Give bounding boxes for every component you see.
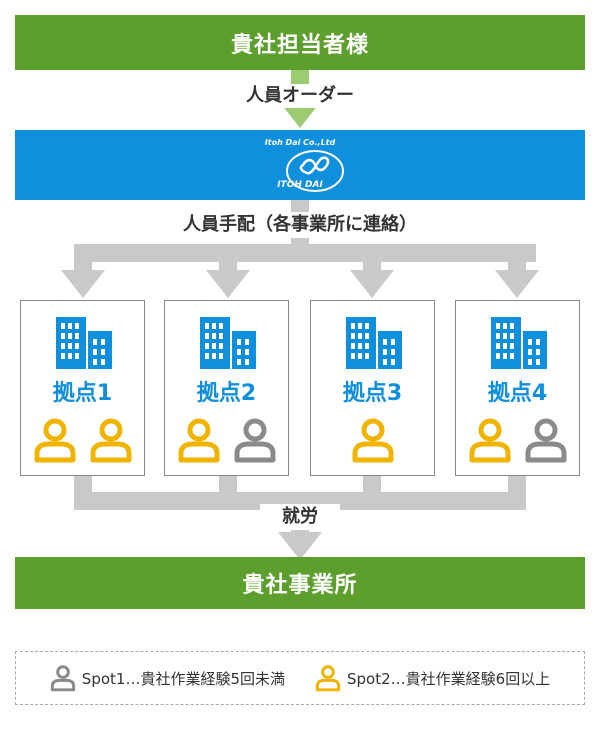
legend-spot1-text: Spot1…貴社作業経験5回未満	[81, 669, 285, 688]
site-box-4: 拠点4	[455, 300, 580, 476]
site-people	[21, 417, 144, 463]
site-people	[311, 417, 434, 463]
building-icon	[56, 317, 112, 369]
site-box-1: 拠点1	[20, 300, 145, 476]
client-label: 貴社担当者様	[230, 32, 369, 58]
company-sub: Itoh Dai Co.,Ltd	[264, 138, 336, 147]
legend-item-spot1: Spot1…貴社作業経験5回未満	[50, 664, 285, 692]
company-name: ITOH DAI	[277, 180, 323, 190]
site-label: 拠点4	[487, 381, 548, 406]
person-icon	[315, 665, 341, 692]
person-icon	[352, 418, 393, 463]
site-label: 拠点3	[342, 381, 403, 406]
legend-spot2-text: Spot2…貴社作業経験6回以上	[347, 669, 551, 688]
site-label: 拠点1	[52, 381, 113, 406]
dispatch-branch	[74, 244, 536, 262]
person-icon	[90, 418, 131, 463]
company-logo-icon	[286, 150, 344, 192]
arrow-down-icon	[206, 250, 250, 298]
person-icon	[178, 418, 219, 463]
site-people	[165, 417, 288, 463]
legend: Spot1…貴社作業経験5回未満 Spot2…貴社作業経験6回以上	[15, 651, 585, 705]
dispatch-label: 人員手配（各事業所に連絡）	[150, 212, 450, 238]
arrow-down-icon	[61, 250, 105, 298]
client-bar: 貴社担当者様	[15, 15, 585, 70]
building-icon	[346, 317, 402, 369]
destination-label: 貴社事業所	[242, 573, 358, 598]
arrow-down-icon	[350, 250, 394, 298]
site-box-2: 拠点2	[164, 300, 289, 476]
work-label: 就労	[260, 504, 340, 530]
person-icon	[234, 418, 275, 463]
person-icon	[34, 418, 75, 463]
person-icon	[469, 418, 510, 463]
site-label: 拠点2	[196, 381, 257, 406]
site-box-3: 拠点3	[310, 300, 435, 476]
work-merge	[74, 492, 526, 510]
arrow-down-icon	[495, 250, 539, 298]
company-bar: Itoh Dai Co.,Ltd ITOH DAI	[15, 130, 585, 200]
person-icon	[50, 665, 75, 692]
person-icon	[525, 418, 566, 463]
legend-item-spot2: Spot2…貴社作業経験6回以上	[315, 664, 550, 692]
order-label: 人員オーダー	[200, 84, 400, 108]
destination-bar: 貴社事業所	[15, 557, 585, 609]
building-icon	[200, 317, 256, 369]
site-people	[456, 417, 579, 463]
building-icon	[491, 317, 547, 369]
